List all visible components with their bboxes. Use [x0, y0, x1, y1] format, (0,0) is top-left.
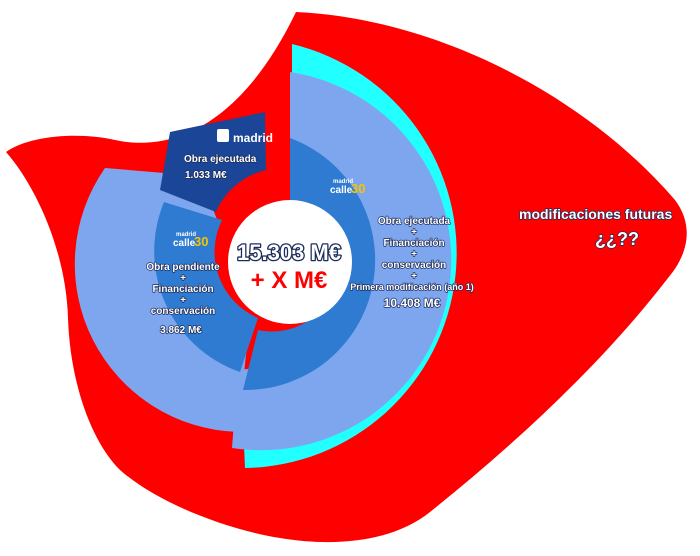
seg3-label-line-6: + [411, 271, 417, 282]
future-value: ¿¿?? [595, 229, 639, 249]
madrid-logo-text: madrid [233, 131, 273, 145]
seg3-label-line-3: Financiación [383, 238, 444, 249]
left-inner-segment [154, 202, 258, 372]
seg2-label-line-3: Financiación [152, 284, 213, 295]
seg1-label-line-1: Obra ejecutada [184, 154, 257, 165]
seg3-value: 10.408 M€ [384, 296, 441, 310]
seg2-value: 3.862 M€ [160, 325, 202, 336]
seg2-label-line-4: + [180, 295, 186, 306]
svg-text:calle: calle [330, 185, 353, 196]
madrid-logo: madrid [217, 129, 273, 145]
seg1-value: 1.033 M€ [185, 170, 227, 181]
seg2-labels: Obra pendiente + Financiación + conserva… [146, 261, 221, 336]
svg-text:madrid: madrid [176, 232, 196, 238]
svg-text:calle: calle [173, 238, 196, 249]
top-left-segment [160, 112, 266, 212]
calle30-logo-right: madrid calle 30 [330, 179, 365, 196]
center-extra: + X M€ [251, 267, 328, 294]
calle30-logo-left: madrid calle 30 [173, 232, 208, 249]
center-circle [228, 200, 352, 324]
seg2-label-line-2: + [180, 273, 186, 284]
seg3-label-line-1: Obra ejecutada [378, 216, 451, 227]
seg2-label-line-5: conservación [151, 306, 215, 317]
seg3-label-line-4: + [411, 249, 417, 260]
center-total: 15.303 M€ [237, 240, 341, 265]
svg-text:30: 30 [194, 234, 208, 249]
seg3-label-line-5: conservación [382, 260, 446, 271]
svg-text:madrid: madrid [333, 179, 353, 185]
right-outer-ring [232, 72, 452, 451]
right-inner-segment [243, 138, 376, 391]
future-label: modificaciones futuras [519, 206, 672, 222]
seg3-labels: Obra ejecutada + Financiación + conserva… [350, 215, 475, 310]
seg3-label-line-7: Primera modificación (año 1) [350, 282, 474, 292]
svg-text:30: 30 [351, 181, 365, 196]
seg3-label-line-2: + [411, 227, 417, 238]
seg2-label-line-1: Obra pendiente [146, 262, 220, 273]
